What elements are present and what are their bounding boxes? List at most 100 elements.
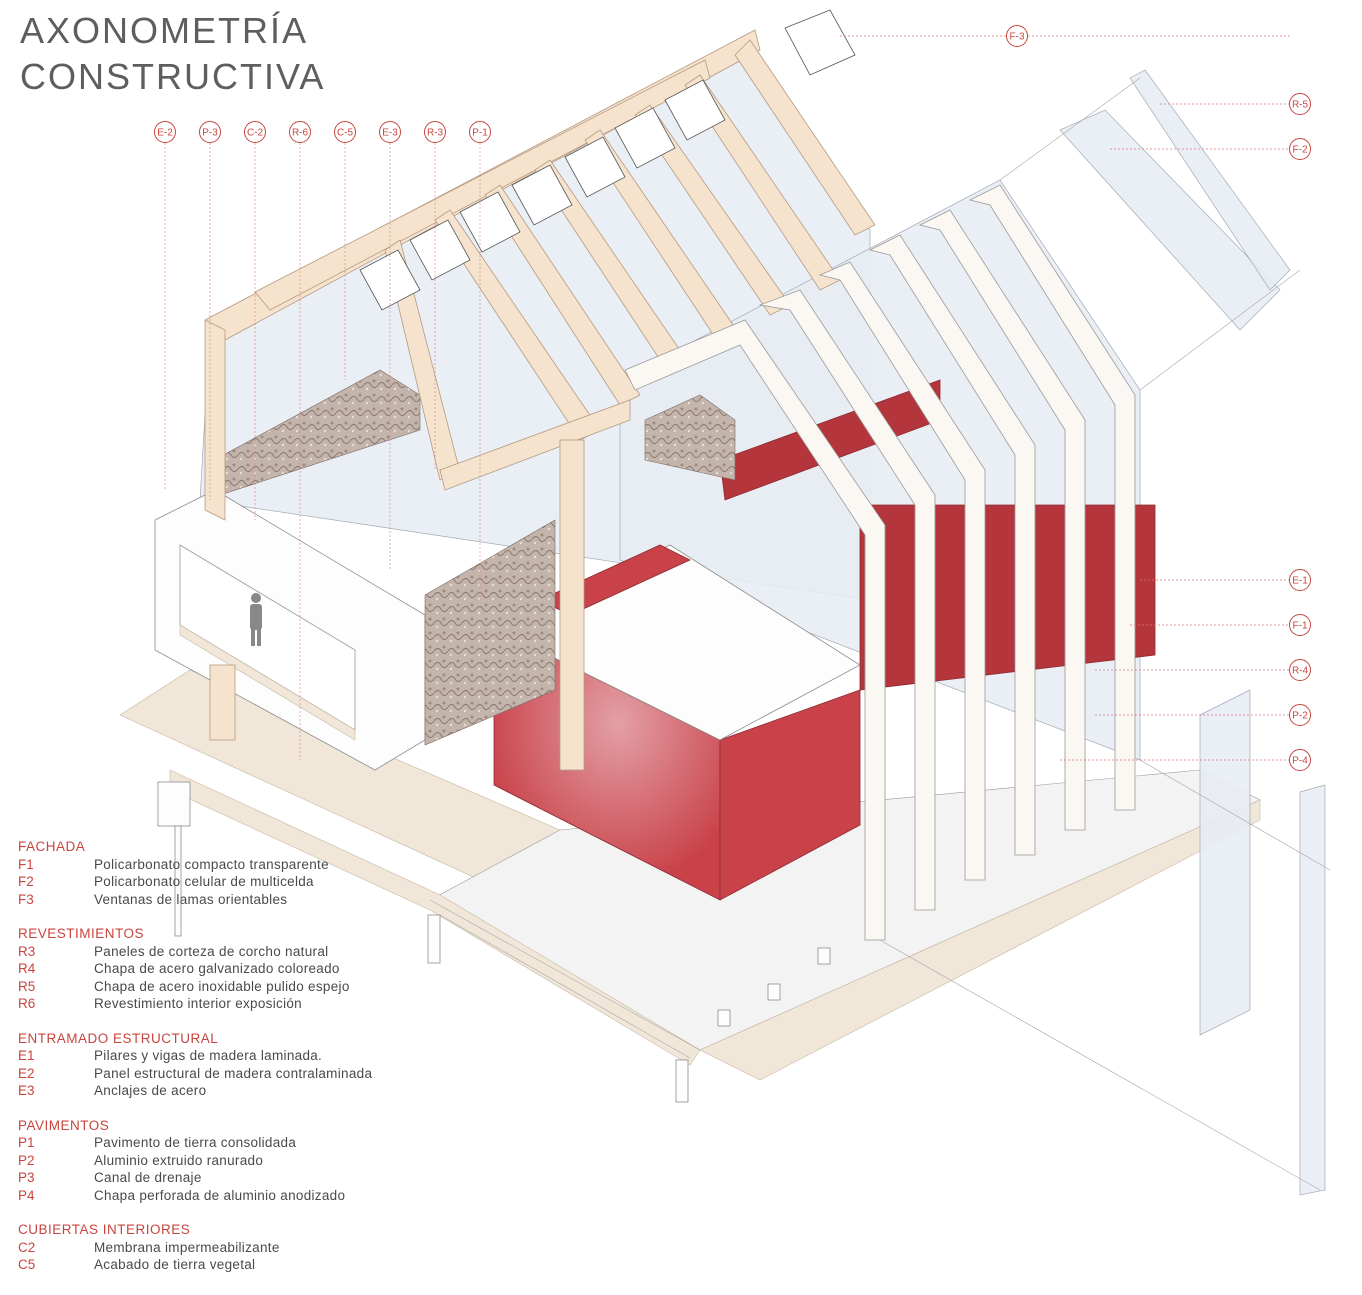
- legend-item-code: P3: [18, 1170, 35, 1185]
- legend-item: F1 Policarbonato compacto transparente: [18, 856, 438, 874]
- legend-item-code: R6: [18, 996, 36, 1011]
- side-tag-group: F-3R-5F-2E-1F-1R-4P-2P-4: [840, 25, 1311, 771]
- legend-item-description: Revestimiento interior exposición: [94, 996, 302, 1011]
- tag-f-1-label: F-1: [1293, 621, 1308, 632]
- louvre-windows: [359, 9, 856, 311]
- tag-e-1-label: E-1: [1292, 576, 1308, 587]
- tag-f-2-label: F-2: [1293, 145, 1308, 156]
- legend-item-description: Chapa de acero inoxidable pulido espejo: [94, 978, 350, 994]
- tag-f-1: F-1: [1289, 614, 1311, 636]
- legend-item: F3 Ventanas de lamas orientables: [18, 891, 438, 909]
- legend-section-title: CUBIERTAS INTERIORES: [18, 1222, 191, 1237]
- tag-e-1: E-1: [1289, 569, 1311, 591]
- legend-item: F2 Policarbonato celular de multicelda: [18, 873, 438, 891]
- legend-section-title: PAVIMENTOS: [18, 1117, 110, 1133]
- legend-item-description: Policarbonato celular de multicelda: [94, 874, 314, 889]
- foundation-posts: [157, 781, 689, 1103]
- steel-anchors: [717, 947, 831, 1027]
- title-line-1: AXONOMETRÍA: [20, 10, 309, 51]
- tag-c-5-label: C-5: [337, 128, 354, 139]
- legend-item-description: Chapa de acero galvanizado coloreado: [94, 961, 340, 976]
- legend-item: R6 Revestimiento interior exposición: [18, 995, 438, 1013]
- legend-item: E3 Anclajes de acero: [18, 1082, 438, 1100]
- legend-section: PAVIMENTOS P1 Pavimento de tierra consolid…: [18, 1117, 438, 1205]
- legend-section: FACHADA F1 Policarbonato compacto transpar…: [18, 838, 438, 908]
- legend-item-description: Acabado de tierra vegetal: [94, 1257, 256, 1272]
- legend-item-code: R4: [18, 961, 36, 976]
- tag-r-6-label: R-6: [292, 128, 309, 139]
- legend-item-code: F2: [18, 874, 34, 889]
- tag-c-5: C-5: [334, 121, 356, 143]
- tag-p-4-label: P-4: [1292, 756, 1308, 767]
- page-title: AXONOMETRÍA CONSTRUCTIVA: [20, 8, 325, 100]
- tag-r-5-label: R-5: [1292, 100, 1309, 111]
- legend-item-description: Anclajes de acero: [94, 1083, 207, 1098]
- legend-item-code: P2: [18, 1152, 35, 1168]
- legend-item-code: F3: [18, 891, 34, 907]
- tag-p-1: P-1: [469, 121, 491, 143]
- exhibition-box: [154, 489, 426, 771]
- tag-p-4: P-4: [1289, 749, 1311, 771]
- legend-item-code: P1: [18, 1135, 35, 1150]
- tag-c-2-label: C-2: [247, 128, 264, 139]
- legend-item: R3 Paneles de corteza de corcho natural: [18, 943, 438, 961]
- tag-p-1-label: P-1: [472, 128, 488, 139]
- legend-item-code: E2: [18, 1065, 35, 1081]
- legend-item: P1 Pavimento de tierra consolidada: [18, 1134, 438, 1152]
- legend-item: R5 Chapa de acero inoxidable pulido espej…: [18, 978, 438, 996]
- tag-f-3: F-3: [1006, 25, 1028, 47]
- legend-item-description: Panel estructural de madera contralamina…: [94, 1065, 373, 1081]
- legend-item-description: Canal de drenaje: [94, 1170, 202, 1185]
- legend-item-code: P4: [18, 1187, 35, 1203]
- tag-p-3: P-3: [199, 121, 221, 143]
- tag-f-3-label: F-3: [1010, 32, 1025, 43]
- legend-item-code: F1: [18, 856, 34, 872]
- legend: FACHADA F1 Policarbonato compacto transpar…: [18, 838, 438, 1291]
- legend-item: P3 Canal de drenaje: [18, 1169, 438, 1187]
- title-line-2: CONSTRUCTIVA: [20, 56, 326, 97]
- legend-item-code: R3: [18, 943, 36, 959]
- tag-r-4-label: R-4: [1292, 666, 1309, 677]
- tag-e-3: E-3: [379, 121, 401, 143]
- tag-p-3-label: P-3: [202, 128, 218, 139]
- tag-e-3-label: E-3: [382, 128, 398, 139]
- legend-item-description: Pilares y vigas de madera laminada.: [94, 1048, 323, 1063]
- tag-e-2: E-2: [154, 121, 176, 143]
- legend-item-description: Chapa perforada de aluminio anodizado: [94, 1187, 346, 1203]
- tag-p-2: P-2: [1289, 704, 1311, 726]
- legend-item-code: E1: [18, 1048, 35, 1063]
- timber-frames: [204, 29, 876, 771]
- top-tag-group: E-2 P-3 C-2 R-6 C-5 E-3 R-3 P-1: [154, 121, 491, 760]
- tag-r-5: R-5: [1289, 93, 1311, 115]
- tag-p-2-label: P-2: [1292, 711, 1308, 722]
- legend-section: CUBIERTAS INTERIORES C2 Membrana impermeab…: [18, 1221, 438, 1274]
- legend-item: C2 Membrana impermeabilizante: [18, 1239, 438, 1257]
- legend-item-code: E3: [18, 1083, 35, 1098]
- legend-item: E1 Pilares y vigas de madera laminada.: [18, 1047, 438, 1065]
- tag-r-4: R-4: [1289, 659, 1311, 681]
- legend-item-code: R5: [18, 978, 36, 994]
- tag-f-2: F-2: [1289, 138, 1311, 160]
- legend-item-description: Ventanas de lamas orientables: [94, 891, 288, 907]
- tag-c-2: C-2: [244, 121, 266, 143]
- human-figure: [250, 593, 262, 646]
- legend-item: R4 Chapa de acero galvanizado coloreado: [18, 960, 438, 978]
- legend-section-title: FACHADA: [18, 839, 86, 854]
- legend-item: P4 Chapa perforada de aluminio anodizado: [18, 1187, 438, 1205]
- legend-item-description: Pavimento de tierra consolidada: [94, 1135, 297, 1150]
- tag-e-2-label: E-2: [157, 128, 173, 139]
- legend-item-description: Membrana impermeabilizante: [94, 1239, 280, 1255]
- tag-r-3-label: R-3: [427, 128, 444, 139]
- legend-item-description: Paneles de corteza de corcho natural: [94, 943, 329, 959]
- legend-item-description: Policarbonato compacto transparente: [94, 856, 329, 872]
- legend-item-code: C5: [18, 1257, 36, 1272]
- legend-item-code: C2: [18, 1239, 36, 1255]
- legend-section-title: REVESTIMIENTOS: [18, 926, 145, 941]
- tag-r-6: R-6: [289, 121, 311, 143]
- tag-r-3: R-3: [424, 121, 446, 143]
- legend-section: REVESTIMIENTOS R3 Paneles de corteza de co…: [18, 925, 438, 1013]
- cork-panels: [204, 369, 736, 746]
